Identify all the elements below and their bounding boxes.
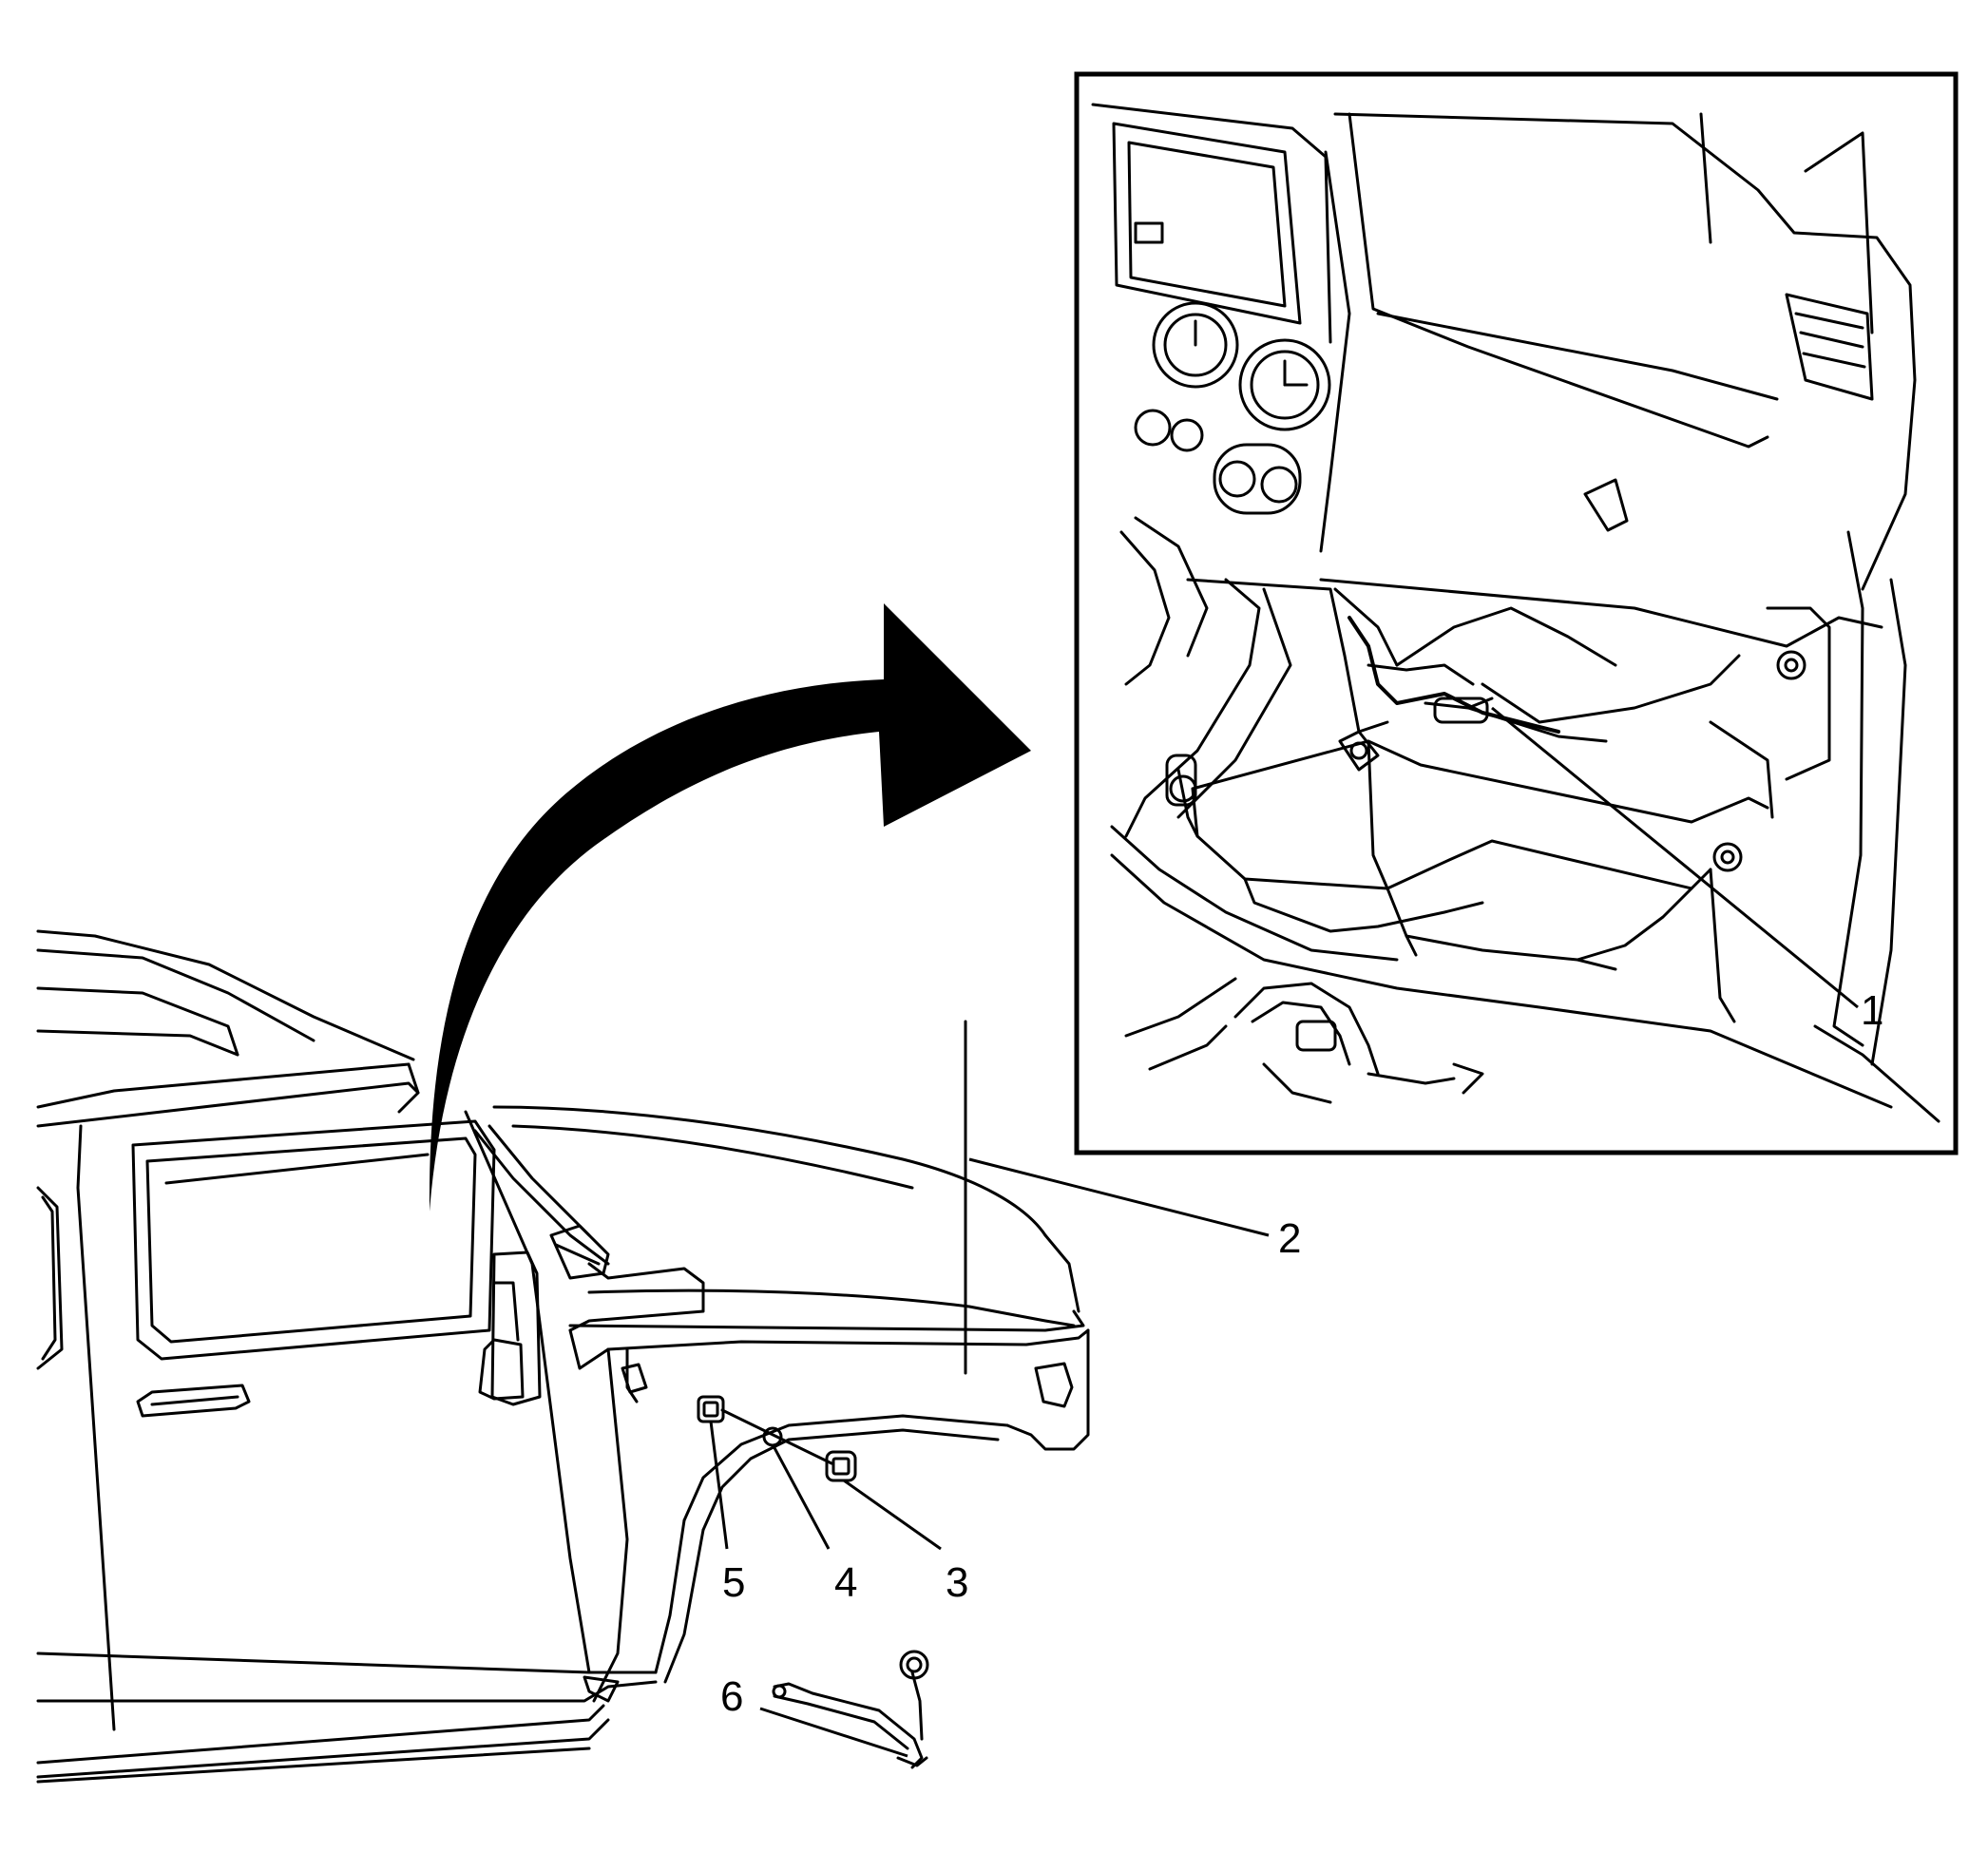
floor-connector-area (1124, 977, 1484, 1104)
callout-4-label: 4 (834, 1559, 857, 1606)
right-pillar (1712, 530, 1940, 1123)
left-trim-panel (1110, 516, 1893, 1109)
callouts-main (709, 1157, 1270, 1758)
callout-5-leader (709, 1421, 729, 1550)
vehicle-side-view (36, 929, 1090, 1784)
front-fender (568, 1328, 1090, 1703)
callout-3-leader (843, 1479, 942, 1551)
windshield-pillar (473, 1124, 705, 1332)
glove-box-bin (1191, 739, 1769, 1023)
callout-4-leader (771, 1443, 831, 1550)
callout-3-label: 3 (946, 1559, 968, 1606)
inset-frame (1074, 71, 1959, 1155)
callout-1-label: 1 (1861, 987, 1883, 1034)
callout-2-label: 2 (1278, 1215, 1301, 1262)
callout-5-label: 5 (722, 1559, 745, 1606)
fender-fasteners (697, 1395, 857, 1482)
glove-box-opening (1186, 578, 1883, 819)
curved-arrow (429, 603, 1031, 1212)
dash-panel-upper (1319, 112, 1917, 591)
fastener-3 (825, 1450, 857, 1482)
wiring-harness (1338, 616, 1608, 772)
front-door (36, 1110, 591, 1731)
radio-display (1091, 103, 1332, 344)
gauge-cluster (1134, 301, 1331, 515)
antenna-cable (772, 1650, 929, 1769)
rocker-step (36, 1652, 658, 1784)
callout-6-label: 6 (720, 1673, 743, 1720)
vehicle-roof (36, 929, 420, 1128)
side-mirror (478, 1251, 542, 1406)
hood (492, 1020, 1085, 1375)
fastener-5 (697, 1395, 725, 1423)
inset-detail-view: 1 (1074, 71, 1959, 1155)
callout-6-leader (759, 1707, 908, 1758)
callout-1-leader (1491, 706, 1859, 1009)
callout-2-leader (968, 1157, 1270, 1237)
